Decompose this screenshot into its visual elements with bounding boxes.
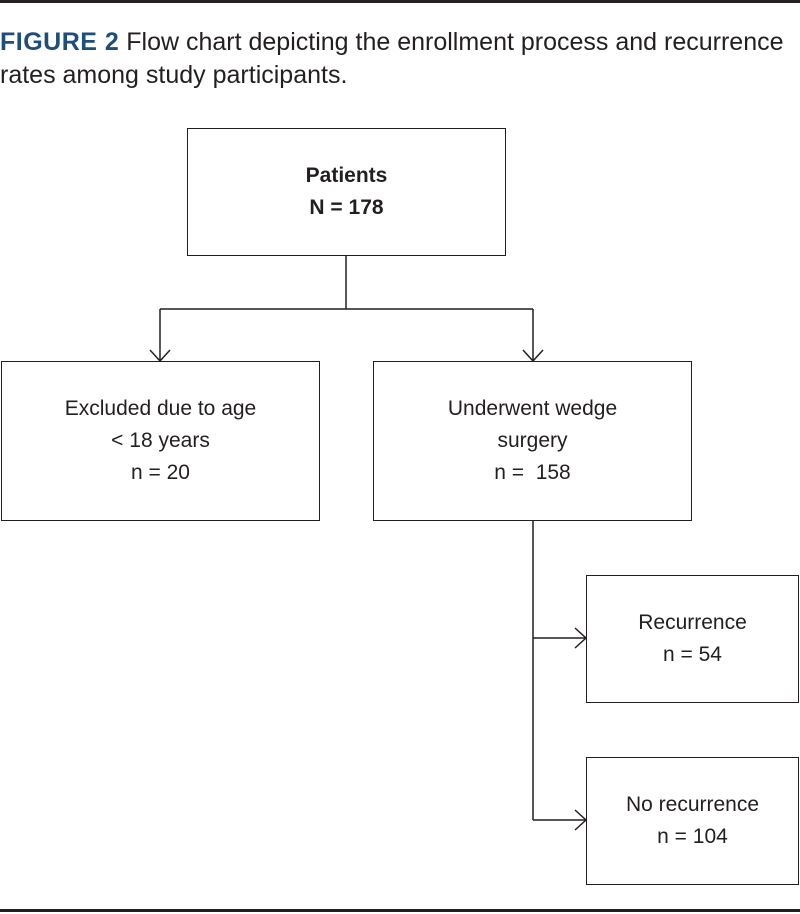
node-patients-count: N = 178 xyxy=(309,196,384,219)
node-no-recurrence: No recurrence n = 104 xyxy=(586,757,799,885)
node-patients: Patients N = 178 xyxy=(187,128,506,256)
node-excluded-title: Excluded due to age xyxy=(64,397,257,420)
node-excluded: Excluded due to age < 18 years n = 20 xyxy=(1,361,320,521)
figure-caption-text: Flow chart depicting the enrollment proc… xyxy=(0,28,784,89)
node-surgery: Underwent wedge surgery n = 158 xyxy=(373,361,692,521)
node-no-recurrence-title: No recurrence xyxy=(625,793,760,816)
node-excluded-criterion: < 18 years xyxy=(111,429,210,452)
bottom-rule xyxy=(0,909,800,912)
figure-caption: FIGURE 2 Flow chart depicting the enroll… xyxy=(0,26,790,92)
node-patients-title: Patients xyxy=(305,164,388,187)
node-recurrence-count: n = 54 xyxy=(663,643,722,666)
node-recurrence-title: Recurrence xyxy=(638,611,747,634)
node-surgery-count: n = 158 xyxy=(494,461,571,484)
figure-label: FIGURE 2 xyxy=(0,28,120,56)
node-no-recurrence-count: n = 104 xyxy=(657,825,728,848)
node-surgery-title-cont: surgery xyxy=(497,429,568,452)
node-recurrence: Recurrence n = 54 xyxy=(586,575,799,703)
node-surgery-title: Underwent wedge xyxy=(447,397,618,420)
top-rule xyxy=(0,0,800,3)
node-excluded-count: n = 20 xyxy=(131,461,190,484)
